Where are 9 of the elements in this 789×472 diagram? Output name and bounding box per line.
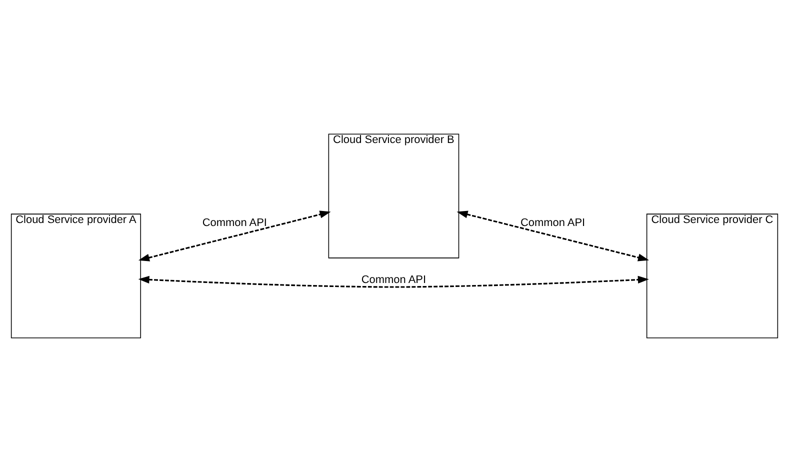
arrow	[138, 276, 649, 288]
edge-label: Common API	[202, 216, 267, 229]
arrow	[138, 210, 331, 262]
node-box: Cloud Service provider C	[646, 214, 778, 338]
node-box: Cloud Service provider A	[10, 214, 142, 338]
arrow	[456, 210, 650, 262]
node-box: Cloud Service provider B	[328, 134, 460, 258]
edge-label: Common API	[520, 216, 586, 229]
edge-label: Common API	[361, 274, 426, 286]
